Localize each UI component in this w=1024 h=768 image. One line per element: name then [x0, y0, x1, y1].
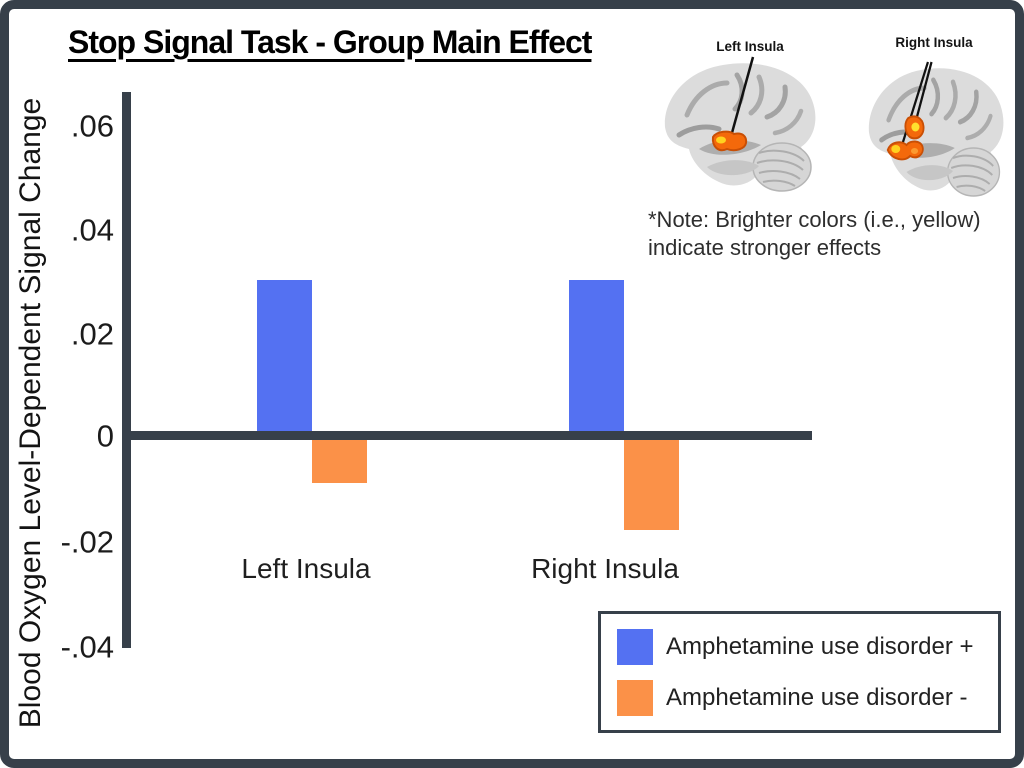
legend-swatch-aud-negative [617, 679, 653, 716]
y-axis-title: Blood Oxygen Level-Dependent Signal Chan… [14, 97, 47, 729]
pointer-line-upper-blob [913, 61, 933, 127]
bar-aud-positive-left-insula [257, 280, 312, 436]
x-axis-zero-line [122, 431, 812, 440]
y-tick-label: -.02 [60, 524, 114, 560]
y-tick-label: 0 [96, 418, 114, 454]
cerebellum-striations [756, 149, 805, 187]
note-text: *Note: Brighter colors (i.e., yellow) in… [648, 206, 981, 262]
category-label-left-insula: Left Insula [241, 553, 371, 584]
temporal-shading [707, 160, 759, 176]
gyrus-line [684, 80, 730, 118]
legend-label-aud-negative: Amphetamine use disorder - [666, 683, 968, 711]
gyrus-line [957, 89, 979, 125]
gyrus-line [943, 79, 958, 121]
legend-label-aud-positive: Amphetamine use disorder + [666, 632, 974, 660]
gyrus-line [764, 84, 788, 120]
y-axis-line [122, 92, 131, 648]
inset-label-left-insula: Left Insula [716, 39, 784, 54]
gyrus-line [772, 108, 804, 136]
y-tick-label: .06 [70, 108, 114, 144]
bar-aud-negative-left-insula [312, 436, 367, 483]
brain-image-right-insula [868, 61, 1004, 197]
note-line-1: *Note: Brighter colors (i.e., yellow) [648, 207, 981, 232]
inset-label-right-insula: Right Insula [895, 35, 973, 50]
activation-blob-left-insula [711, 130, 748, 152]
activation-blob-right-insula [886, 115, 925, 161]
gyrus-line [929, 77, 941, 117]
legend: Amphetamine use disorder + Amphetamine u… [598, 611, 1001, 733]
cerebellum [752, 142, 812, 192]
bar-aud-negative-right-insula [624, 436, 679, 530]
gyrus-line [676, 124, 722, 138]
y-tick-label: -.04 [60, 629, 114, 665]
y-tick-label: .04 [70, 212, 114, 248]
pointer-line-lower-blob [900, 61, 930, 149]
gyrus-line [965, 113, 993, 141]
pointer-line-left-insula [728, 56, 755, 141]
bar-aud-positive-right-insula [569, 280, 624, 436]
y-tick-label: .02 [70, 316, 114, 352]
brain-image-left-insula [664, 56, 816, 192]
brain-inset: Left Insula Right Insula [650, 25, 1016, 215]
category-label-right-insula: Right Insula [531, 553, 679, 584]
chart-title: Stop Signal Task - Group Main Effect [68, 24, 592, 60]
legend-row-aud-negative: Amphetamine use disorder - [617, 679, 998, 716]
note-line-2: indicate stronger effects [648, 235, 882, 260]
legend-row-aud-positive: Amphetamine use disorder + [617, 628, 998, 665]
temporal-shading [906, 165, 953, 181]
cerebellum-striations [950, 154, 994, 192]
cerebellum [946, 147, 1001, 197]
gyrus-line [748, 74, 765, 116]
legend-swatch-aud-positive [617, 628, 653, 665]
